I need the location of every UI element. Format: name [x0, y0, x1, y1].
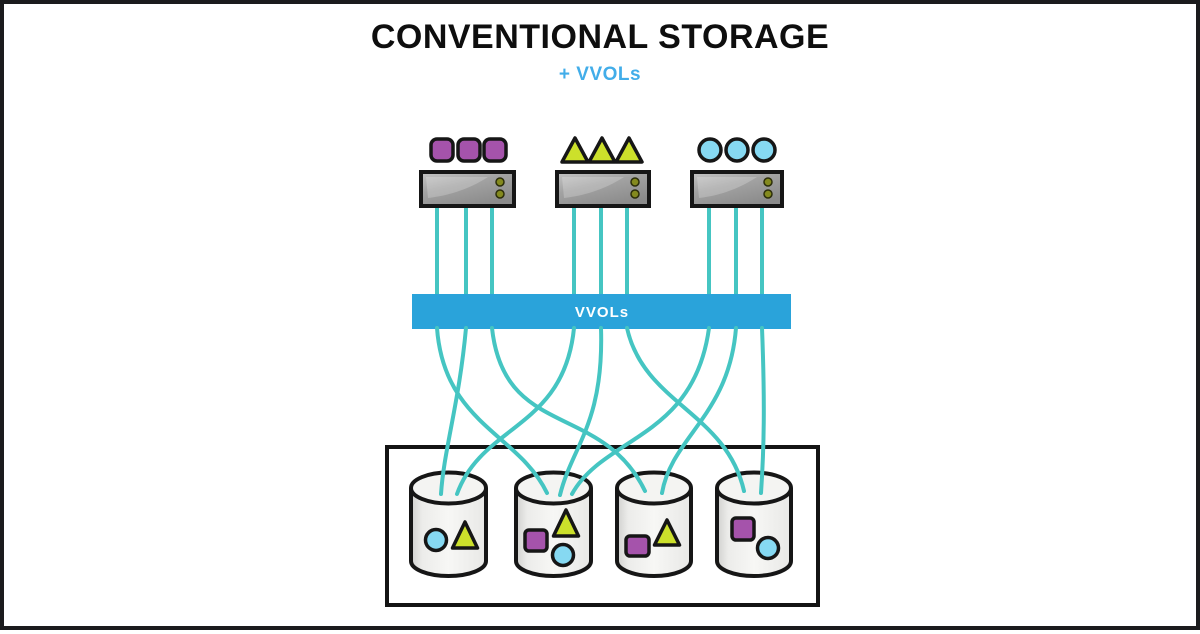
connection-curve [759, 326, 766, 495]
vm-circle-icon [751, 137, 777, 163]
server-2-led-icon [630, 177, 640, 187]
server-3-led-icon [763, 189, 773, 199]
server-1-led-icon [495, 177, 505, 187]
connection-curve [439, 326, 468, 496]
disk-1 [409, 470, 488, 578]
disk-1-body [409, 488, 488, 578]
disk-1-triangle-icon [450, 520, 480, 550]
disk-1-top [409, 470, 488, 506]
server-3-led-icon [763, 177, 773, 187]
vm-square-icon [429, 137, 455, 163]
vm-triangle-icon [614, 136, 644, 164]
connection-curve [455, 326, 576, 496]
server-1-led-icon [495, 189, 505, 199]
disk-2 [514, 470, 593, 578]
server-1 [419, 137, 516, 208]
disk-3-triangle-icon [652, 518, 682, 547]
vvols-bar-label: VVOLs [575, 304, 629, 321]
vm-triangle-icon [560, 136, 590, 164]
disk-4-circle-icon [755, 535, 781, 561]
disk-4-square-icon [730, 516, 756, 542]
vm-triangle-icon [587, 136, 617, 164]
vm-square-icon [456, 137, 482, 163]
disk-4-top [715, 470, 793, 506]
vvols-bar-rect [412, 294, 791, 329]
bar-to-disk-curves [435, 326, 766, 497]
vvols-bar: VVOLs [412, 294, 791, 329]
disk-3 [615, 470, 693, 578]
page-title: CONVENTIONAL STORAGE [370, 18, 830, 56]
connection-curve [660, 326, 738, 495]
server-3 [690, 137, 784, 208]
page-subtitle: + VVOLs [558, 64, 642, 85]
server-1-sheen [426, 177, 488, 198]
server-2 [555, 136, 651, 208]
connection-curve [625, 326, 746, 493]
server-1-chassis [419, 170, 516, 208]
connection-curve [570, 326, 711, 496]
server-2-sheen [562, 177, 624, 198]
disk-3-square-icon [624, 534, 651, 558]
connection-curve [490, 326, 647, 493]
diagram-canvas: VVOLs [385, 136, 820, 607]
vm-circle-icon [697, 137, 723, 163]
vm-circle-icon [724, 137, 750, 163]
server-2-led-icon [630, 189, 640, 199]
disk-2-triangle-icon [551, 508, 581, 538]
server-3-sheen [697, 177, 757, 198]
disk-4 [715, 470, 793, 578]
server-to-bar-lines [435, 205, 764, 296]
disk-1-circle-icon [423, 527, 449, 553]
disk-2-top [514, 470, 593, 506]
disk-2-circle-icon [550, 542, 576, 568]
disk-2-square-icon [523, 528, 549, 553]
connection-curve [435, 326, 549, 495]
vm-square-icon [482, 137, 508, 163]
disk-3-top [615, 470, 693, 506]
connection-curve [558, 326, 604, 497]
